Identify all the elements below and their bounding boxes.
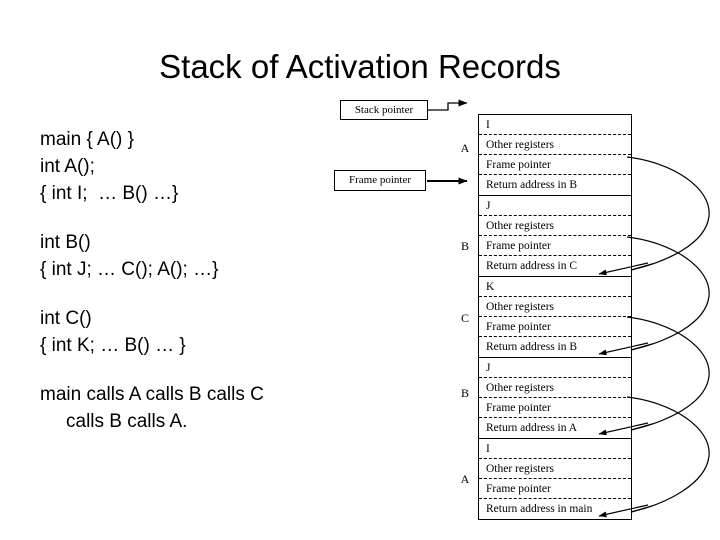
- frame-slot-frame-pointer: Frame pointer: [479, 479, 631, 499]
- frame-slot-local: J: [479, 196, 631, 216]
- call-sequence-line: main calls A calls B calls C: [40, 384, 264, 405]
- frame-slot-return-address: Return address in main: [486, 503, 593, 515]
- code-line: main { A() }: [40, 129, 134, 150]
- frame-slot-other-registers: Other registers: [479, 297, 631, 317]
- code-line: { int K; … B() … }: [40, 335, 186, 356]
- code-block-main-a: main { A() } int A(); { int I; … B() …}: [40, 126, 360, 207]
- code-block-b: int B() { int J; … C(); A(); …}: [40, 229, 360, 283]
- code-line: int A();: [40, 156, 95, 177]
- frame-slot-local: I: [479, 115, 631, 135]
- frame-slot-frame-pointer: Frame pointer: [479, 317, 631, 337]
- frame-slot-other-registers: Other registers: [479, 378, 631, 398]
- frame-label-a-top: A: [460, 141, 470, 155]
- frame-slot-other-registers: Other registers: [479, 216, 631, 236]
- code-listing: main { A() } int A(); { int I; … B() …} …: [40, 126, 360, 435]
- frame-slot-frame-pointer: Frame pointer: [479, 236, 631, 256]
- frame-slot-local: J: [479, 358, 631, 378]
- code-line: { int I; … B() …}: [40, 183, 179, 204]
- stack-pointer-arrow: [428, 99, 468, 111]
- frame-slot-return-address: Return address in A: [486, 422, 578, 434]
- frame-slot-return-address: Return address in B: [486, 341, 578, 353]
- code-line: int C(): [40, 308, 92, 329]
- frame-label-b-upper: B: [460, 239, 469, 253]
- frame-slot-return-address: Return address in B: [486, 179, 578, 191]
- page-title: Stack of Activation Records: [159, 48, 561, 85]
- call-sequence-note: main calls A calls B calls C calls B cal…: [40, 381, 360, 435]
- activation-record-frame: K Other registers Frame pointer Return a…: [479, 277, 631, 358]
- activation-record-frame: I Other registers Frame pointer Return a…: [479, 115, 631, 196]
- stack-pointer-label-box: Stack pointer: [340, 100, 428, 120]
- frame-slot-local: I: [479, 439, 631, 459]
- code-line: int B(): [40, 232, 91, 253]
- frame-slot-local: K: [479, 277, 631, 297]
- frame-slot-other-registers: Other registers: [479, 459, 631, 479]
- activation-record-frame: J Other registers Frame pointer Return a…: [479, 358, 631, 439]
- frame-label-b-lower: B: [460, 386, 469, 400]
- activation-record-frame: J Other registers Frame pointer Return a…: [479, 196, 631, 277]
- frame-slot-other-registers: Other registers: [479, 135, 631, 155]
- activation-record-stack: I Other registers Frame pointer Return a…: [478, 114, 632, 520]
- code-block-c: int C() { int K; … B() … }: [40, 305, 360, 359]
- frame-label-c: C: [460, 311, 469, 325]
- frame-pointer-label-box: Frame pointer: [334, 170, 426, 191]
- frame-slot-return-address: Return address in C: [486, 260, 578, 272]
- activation-record-frame: I Other registers Frame pointer Return a…: [479, 439, 631, 519]
- call-sequence-line: calls B calls A.: [66, 411, 188, 432]
- frame-slot-frame-pointer: Frame pointer: [479, 398, 631, 418]
- code-line: { int J; … C(); A(); …}: [40, 259, 219, 280]
- frame-label-a-bottom: A: [460, 472, 470, 486]
- frame-slot-frame-pointer: Frame pointer: [479, 155, 631, 175]
